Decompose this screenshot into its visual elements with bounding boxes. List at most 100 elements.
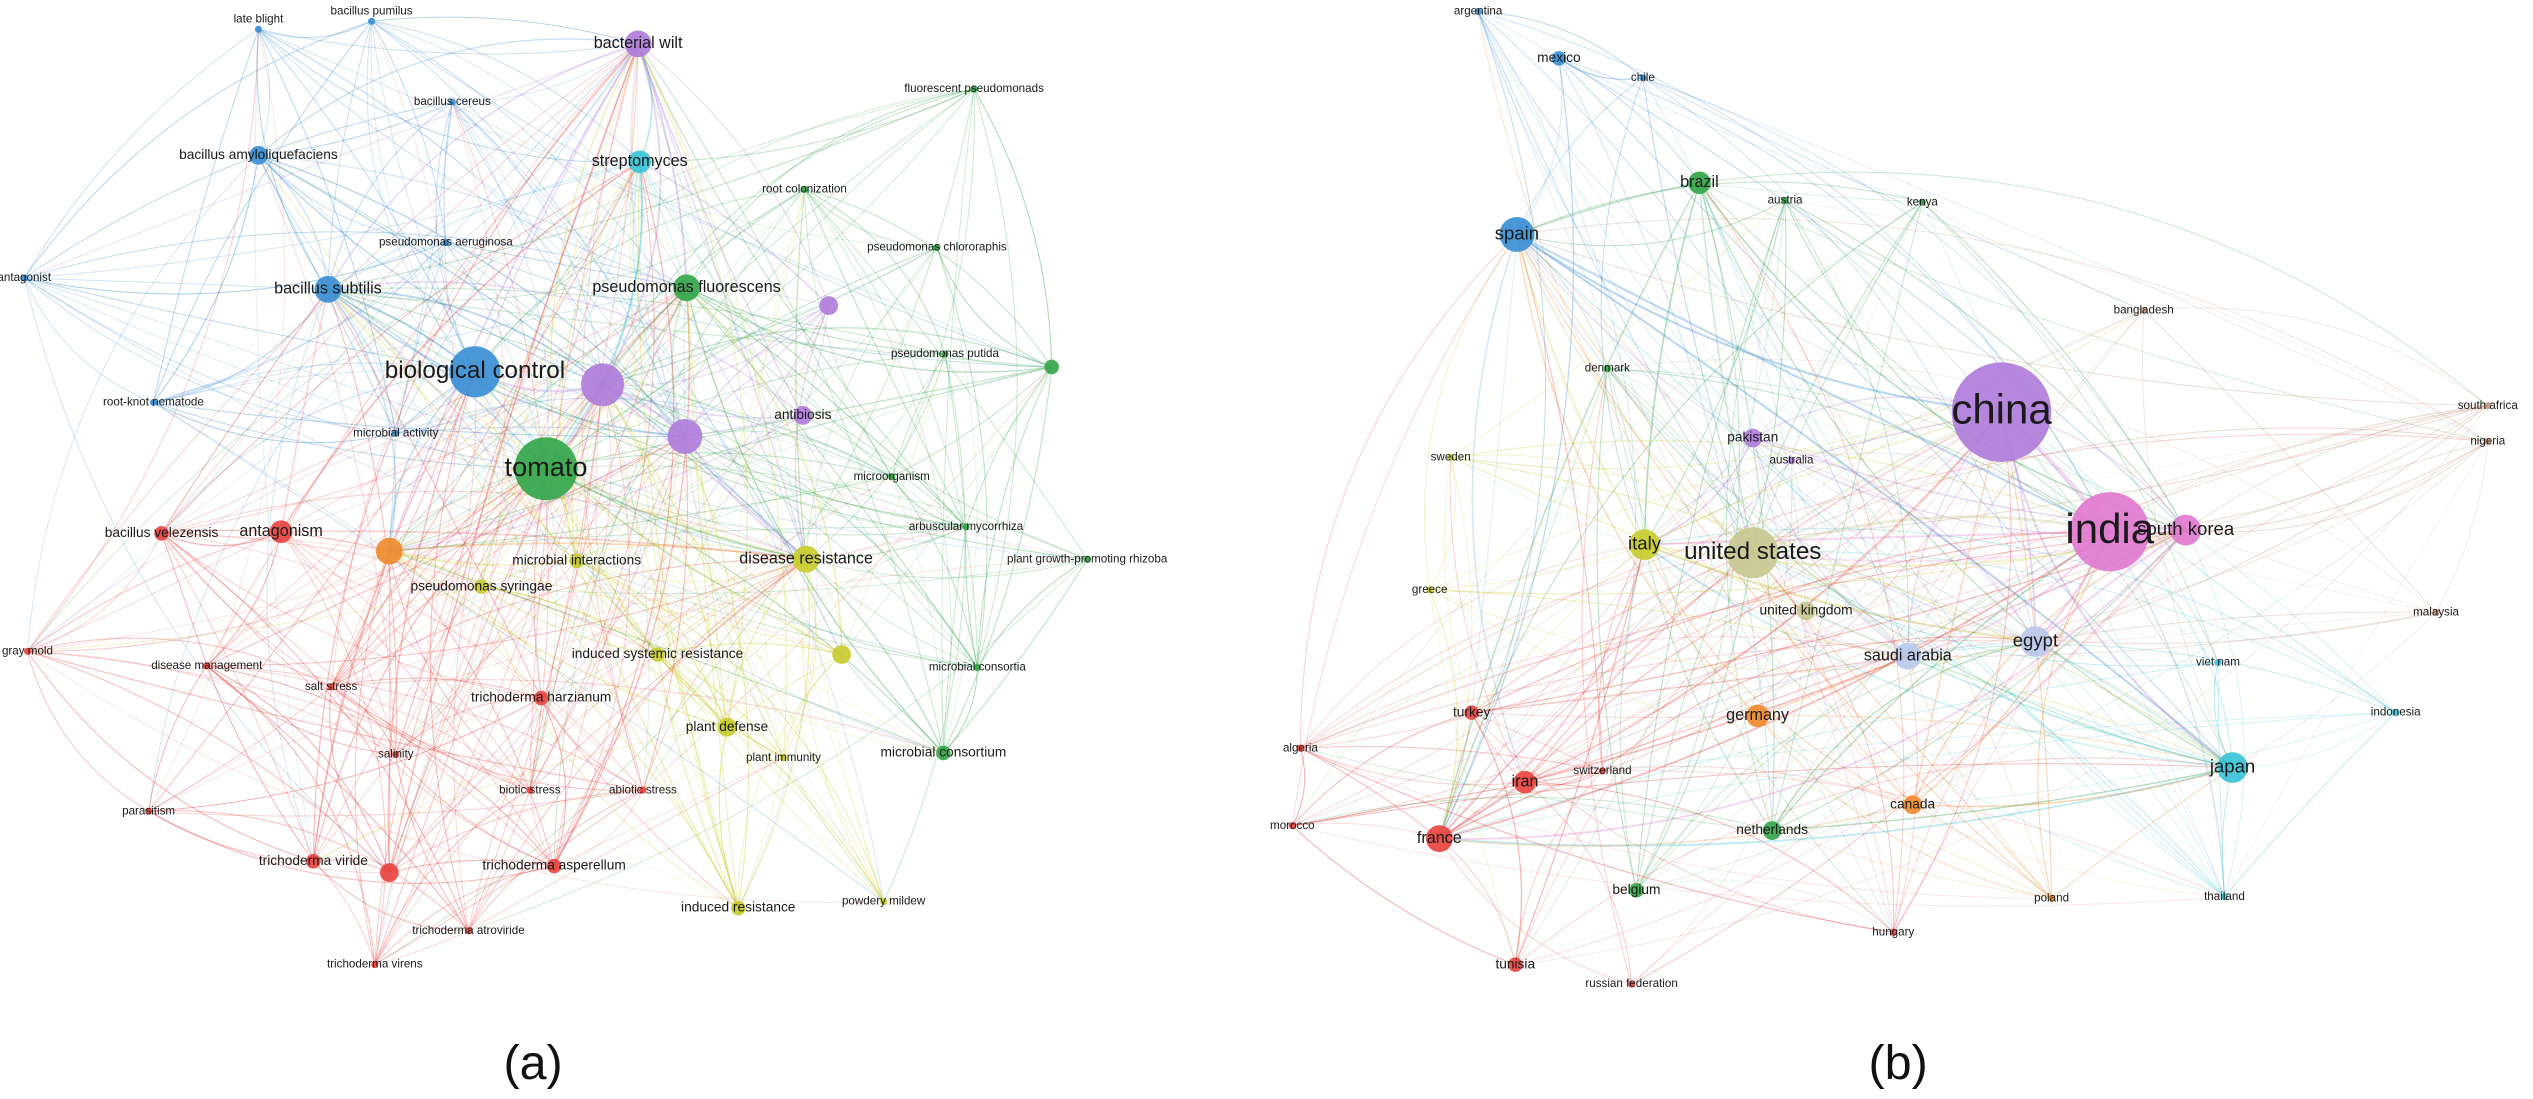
edge: [1558, 57, 1643, 80]
node-label-india: india: [2065, 505, 2154, 552]
edge: [1725, 200, 1786, 831]
edge: [24, 277, 476, 373]
edge: [891, 476, 1088, 560]
node-label-kenya: kenya: [1907, 195, 1939, 208]
node-algeria: [1296, 744, 1304, 752]
edge: [576, 560, 978, 668]
edge: [23, 277, 154, 403]
edge: [642, 558, 807, 791]
edge: [330, 414, 804, 688]
edge: [683, 287, 885, 902]
edge: [686, 287, 946, 355]
node-disease-management: [203, 662, 211, 670]
edge: [1471, 552, 1753, 714]
edge: [161, 43, 639, 534]
edge: [312, 468, 547, 862]
edge: [1784, 200, 1909, 657]
edge: [639, 88, 975, 163]
edge: [2035, 641, 2225, 898]
node-saudi-arabia: [1894, 642, 1922, 670]
edge: [327, 289, 542, 699]
edge: [529, 287, 688, 791]
node-greece: [1426, 586, 1434, 594]
edge: [795, 189, 807, 560]
node-label-pakistan: pakistan: [1727, 430, 1778, 445]
edge: [656, 654, 739, 909]
node-south-korea: [2170, 514, 2202, 546]
edge: [27, 637, 332, 688]
edge: [161, 532, 542, 699]
node-chile: [1639, 74, 1647, 82]
edge: [451, 101, 885, 902]
edge: [637, 43, 830, 306]
node-label-united-kingdom: united kingdom: [1760, 603, 1853, 618]
edge: [1438, 838, 1516, 965]
edge: [1471, 234, 1526, 783]
edge: [331, 677, 542, 699]
edge: [783, 559, 817, 759]
edge: [726, 189, 805, 728]
edge: [395, 43, 639, 434]
node-brazil: [1688, 171, 1711, 195]
edge: [1439, 405, 2488, 840]
edge: [395, 754, 469, 932]
edge: [1516, 200, 1786, 247]
edge: [1450, 309, 2144, 470]
edge: [1752, 552, 1914, 806]
edge: [327, 289, 398, 755]
edge: [327, 289, 944, 754]
edge: [389, 476, 892, 552]
edge: [327, 288, 547, 470]
edge: [1643, 182, 1701, 545]
edge: [553, 188, 805, 867]
edge: [206, 665, 376, 965]
edge: [553, 287, 690, 867]
edge: [327, 188, 805, 301]
node-label-austria: austria: [1768, 194, 1803, 207]
edge: [153, 155, 259, 403]
edge: [1292, 796, 1773, 832]
edge: [639, 161, 893, 478]
node-argentina: [1474, 8, 1482, 16]
edge: [395, 754, 555, 867]
edge: [1644, 530, 2110, 546]
edge: [388, 476, 892, 873]
edge: [468, 757, 784, 932]
edge: [782, 654, 842, 758]
edge: [327, 288, 1052, 368]
edge: [206, 550, 390, 667]
node-purple-big: [581, 363, 625, 407]
node-india: [2070, 492, 2150, 572]
edge: [1524, 781, 1633, 985]
edge: [1300, 411, 2002, 749]
edge: [529, 468, 557, 791]
edge: [684, 304, 830, 437]
edge: [429, 371, 476, 931]
edge: [1438, 712, 1473, 839]
node-bacillus-velezensis: [154, 526, 169, 541]
edge: [280, 531, 386, 965]
edge: [389, 550, 885, 902]
node-label-china: china: [1951, 385, 2052, 432]
edge: [161, 289, 329, 534]
edge: [23, 277, 547, 470]
node-pseudomonas-fluorescens: [673, 274, 700, 302]
node-label-mexico: mexico: [1537, 50, 1581, 65]
edge: [1423, 234, 1518, 590]
edge: [976, 558, 1088, 668]
node-label-pseudomonas-aeruginosa: pseudomonas aeruginosa: [379, 236, 513, 249]
edge: [389, 550, 739, 909]
node-red-small-a: [379, 863, 399, 882]
edge: [206, 665, 555, 867]
edge: [2000, 411, 2234, 769]
node-switzerland: [1598, 767, 1607, 775]
edge: [467, 697, 542, 931]
edge: [330, 384, 603, 688]
edge: [1602, 411, 2002, 772]
edge: [388, 371, 476, 552]
edge: [388, 188, 805, 552]
edge: [1757, 715, 2052, 899]
edge: [553, 436, 686, 867]
edge: [395, 371, 477, 755]
edge: [161, 287, 687, 534]
